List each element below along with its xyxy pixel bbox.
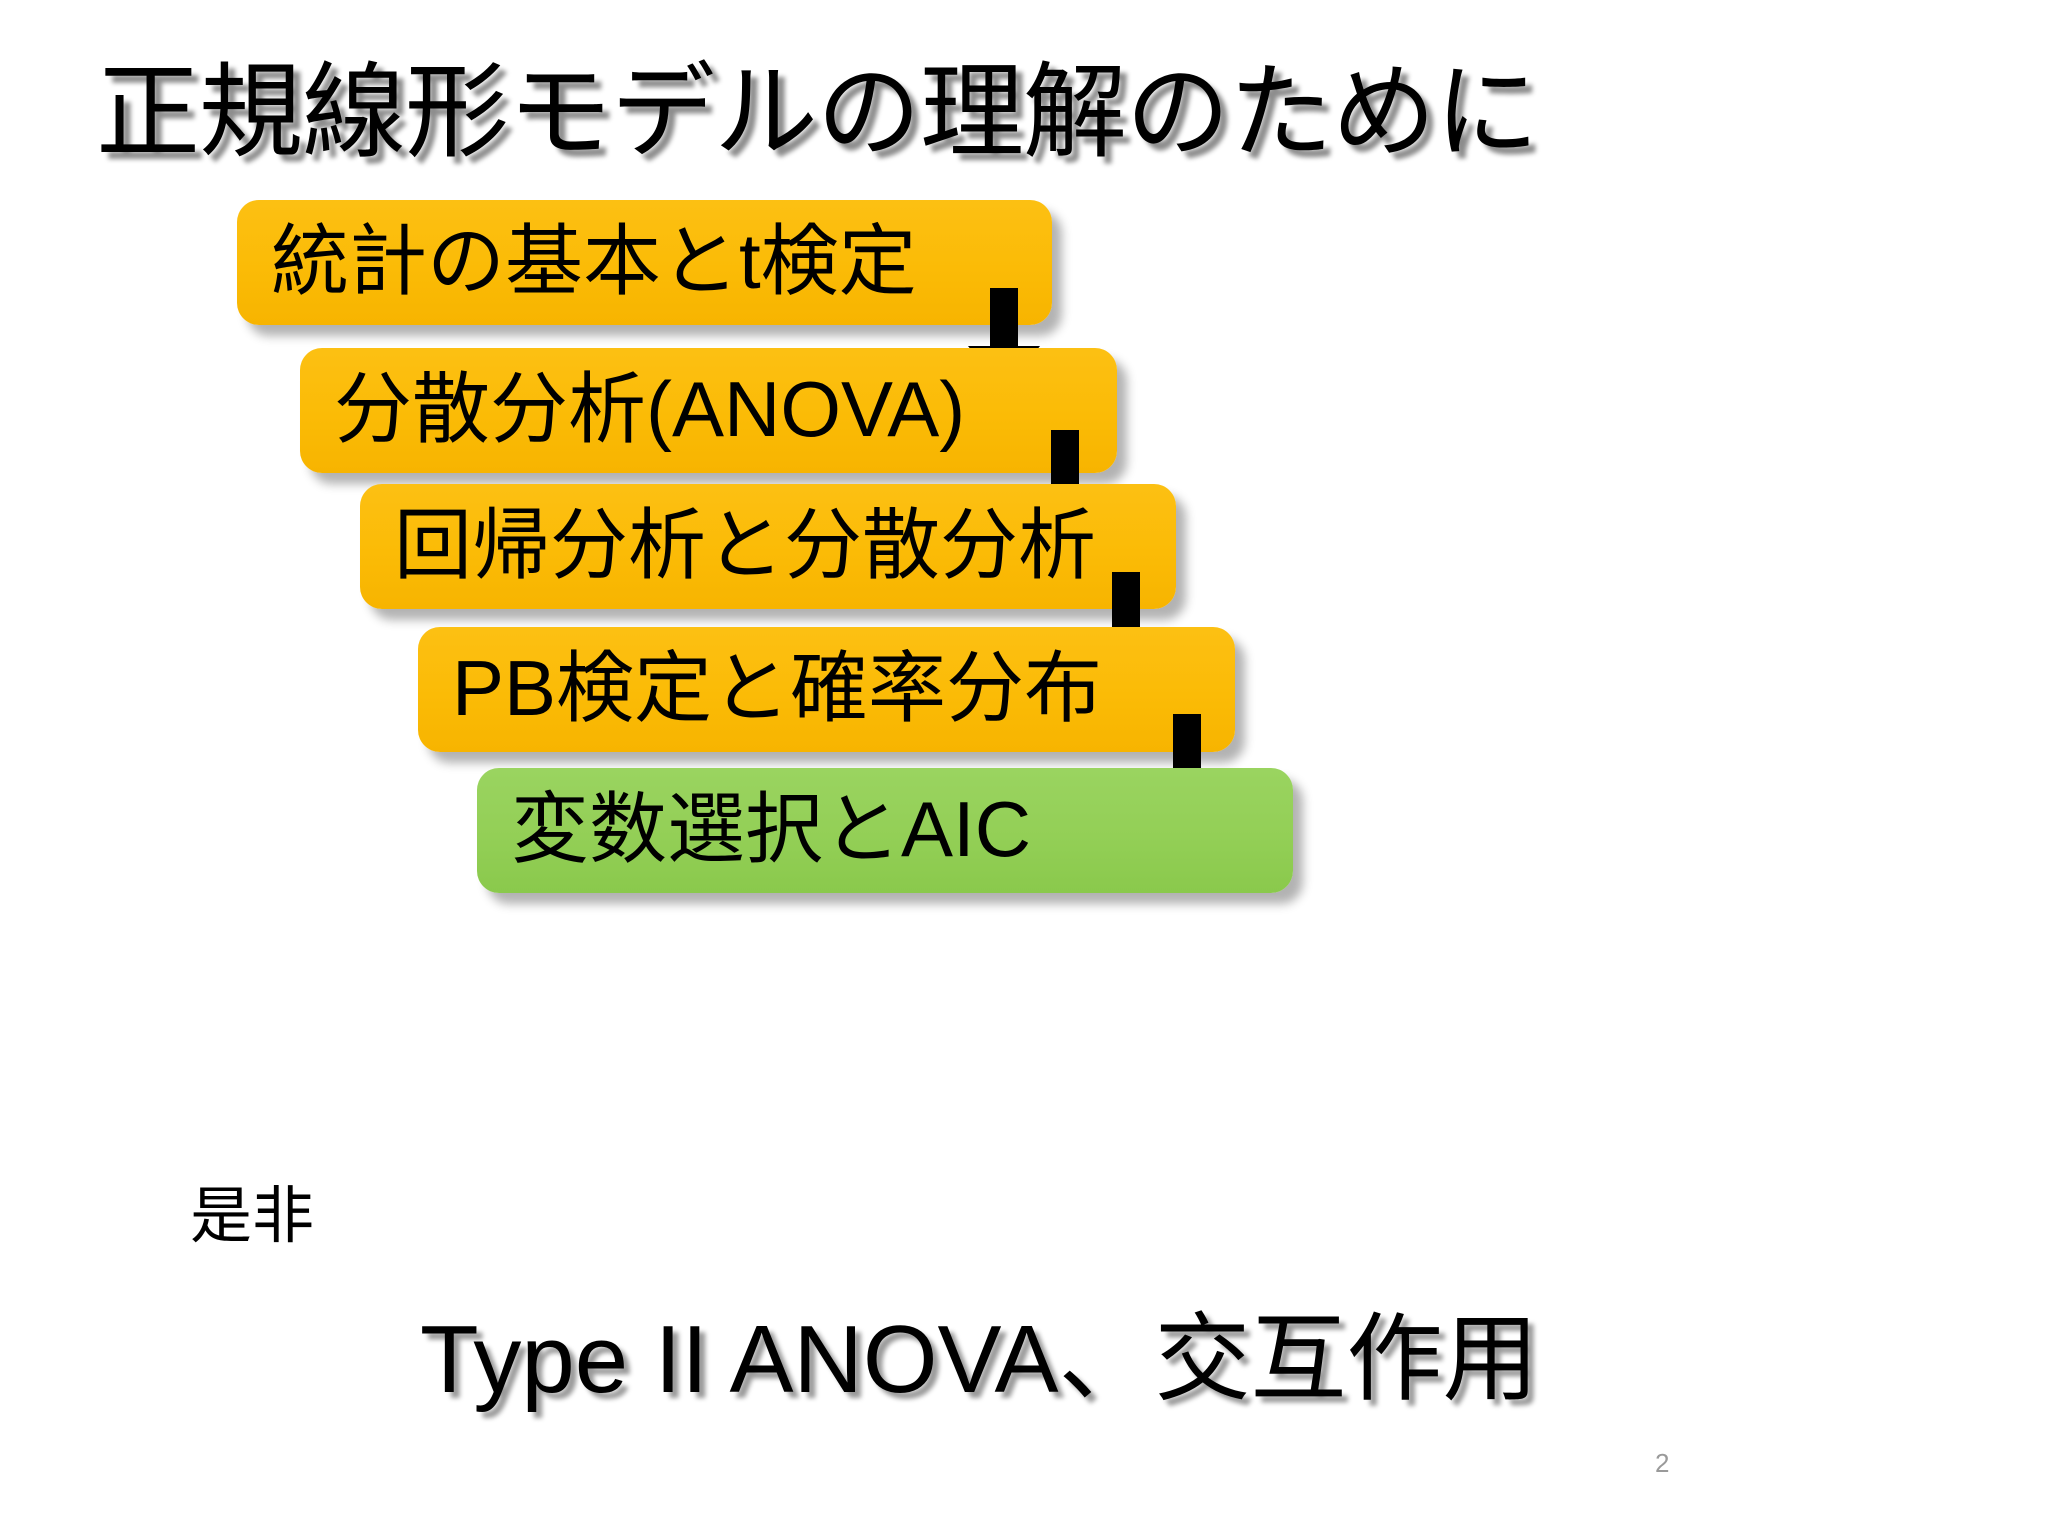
flow-step-4[interactable]: PB検定と確率分布: [418, 627, 1235, 752]
flow-step-1-label: 統計の基本とt検定: [271, 216, 917, 305]
footer-emphasis-text: Type II ANOVA、交互作用: [420, 1306, 1539, 1413]
flow-step-5[interactable]: 変数選択とAIC: [477, 768, 1293, 893]
flow-step-2-label: 分散分析(ANOVA): [334, 364, 966, 453]
flow-step-4-label: PB検定と確率分布: [452, 643, 1103, 732]
flow-step-5-label: 変数選択とAIC: [511, 784, 1032, 873]
flow-step-3-label: 回帰分析と分散分析: [394, 500, 1097, 589]
note-zehi: 是非: [190, 1182, 315, 1251]
page-title: 正規線形モデルの理解のために: [96, 55, 1539, 171]
page-number: 2: [1655, 1448, 1670, 1478]
flow-step-2[interactable]: 分散分析(ANOVA): [300, 348, 1117, 473]
flow-step-3[interactable]: 回帰分析と分散分析: [360, 484, 1176, 609]
flow-step-1[interactable]: 統計の基本とt検定: [237, 200, 1052, 325]
